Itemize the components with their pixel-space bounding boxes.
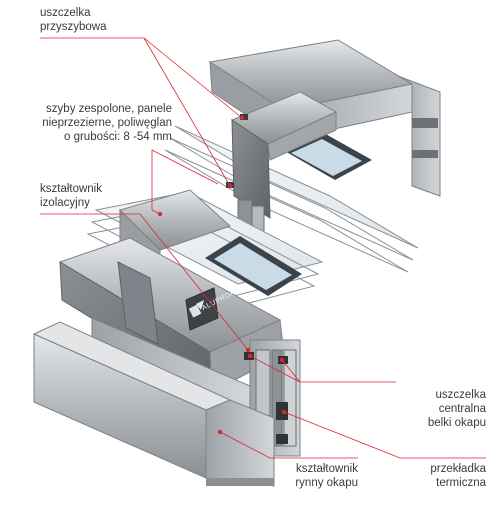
leader-seal-glazing-2: [143, 37, 231, 187]
label-seal-glazing: uszczelka przyszybowa: [40, 7, 107, 33]
leader-dot: [227, 183, 233, 189]
leader-dot: [281, 409, 287, 415]
lower-eaves-assembly: [32, 189, 324, 487]
label-glass-panels: szyby zespolone, panele nieprzezierne, p…: [42, 103, 172, 143]
label-thermal-break: przekładka termiczna: [430, 463, 486, 489]
leader-dot: [247, 353, 253, 359]
leader-dot: [157, 211, 163, 217]
leader-glass: [151, 150, 161, 215]
leader-lines: [40, 37, 486, 459]
leader-insulation: [40, 213, 249, 351]
label-central-seal: uszczelka centralna belki okapu: [427, 389, 486, 429]
leader-dot: [239, 115, 245, 121]
leader-dot: [245, 347, 251, 353]
leader-dot: [217, 429, 223, 435]
leader-central-seal-2: [249, 355, 301, 383]
gutter-profile: [32, 321, 275, 487]
leader-dots: [157, 115, 287, 435]
thermal-break: [276, 402, 288, 444]
leader-glass-2: [151, 149, 219, 185]
label-insulation-profile: kształtownik izolacyjny: [40, 183, 102, 209]
upper-rafter-beam: [208, 39, 441, 197]
leader-dot: [279, 357, 285, 363]
label-gutter-profile: kształtownik rynny okapu: [295, 463, 358, 489]
leader-thermal: [283, 411, 486, 459]
upper-glazing-assembly: [164, 39, 441, 273]
leader-gutter: [219, 431, 358, 459]
